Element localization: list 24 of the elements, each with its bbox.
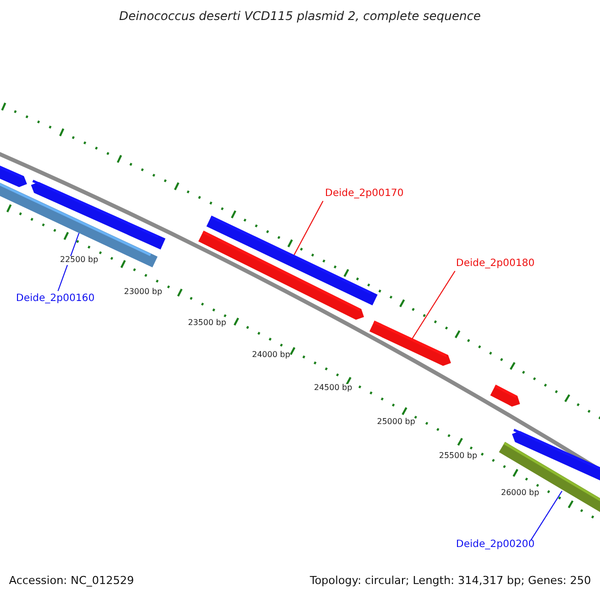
gene-feature-bar [512,428,600,482]
gene-label: Deide_2p00170 [325,188,404,199]
leader-line [292,200,324,258]
position-label: 23000 bp [124,288,162,297]
gene-feature-bar [369,320,451,366]
gene-feature-bar [206,216,378,306]
title: Deinococcus deserti VCD115 plasmid 2, complete sequence [118,10,482,24]
position-label: 25000 bp [377,418,416,427]
gene-label: Deide_2p00200 [456,539,535,550]
accession-label: Accession: NC_012529 [9,575,134,588]
leader-line [530,490,562,540]
gene-feature-bar [0,164,27,188]
position-label: 22500 bp [60,256,98,265]
position-label: 25500 bp [439,452,478,461]
gene-feature-bar [31,180,166,250]
gene-feature-bar [490,384,520,407]
summary-label: Topology: circular; Length: 314,317 bp; Genes: 250 [310,575,591,588]
position-label: 26000 bp [501,489,540,498]
position-label: 24500 bp [314,384,352,393]
gene-label: Deide_2p00160 [16,293,95,304]
gene-label: Deide_2p00180 [456,258,535,269]
position-label: 24000 bp [252,351,290,360]
leader-line [412,270,456,340]
position-label: 23500 bp [188,319,226,328]
